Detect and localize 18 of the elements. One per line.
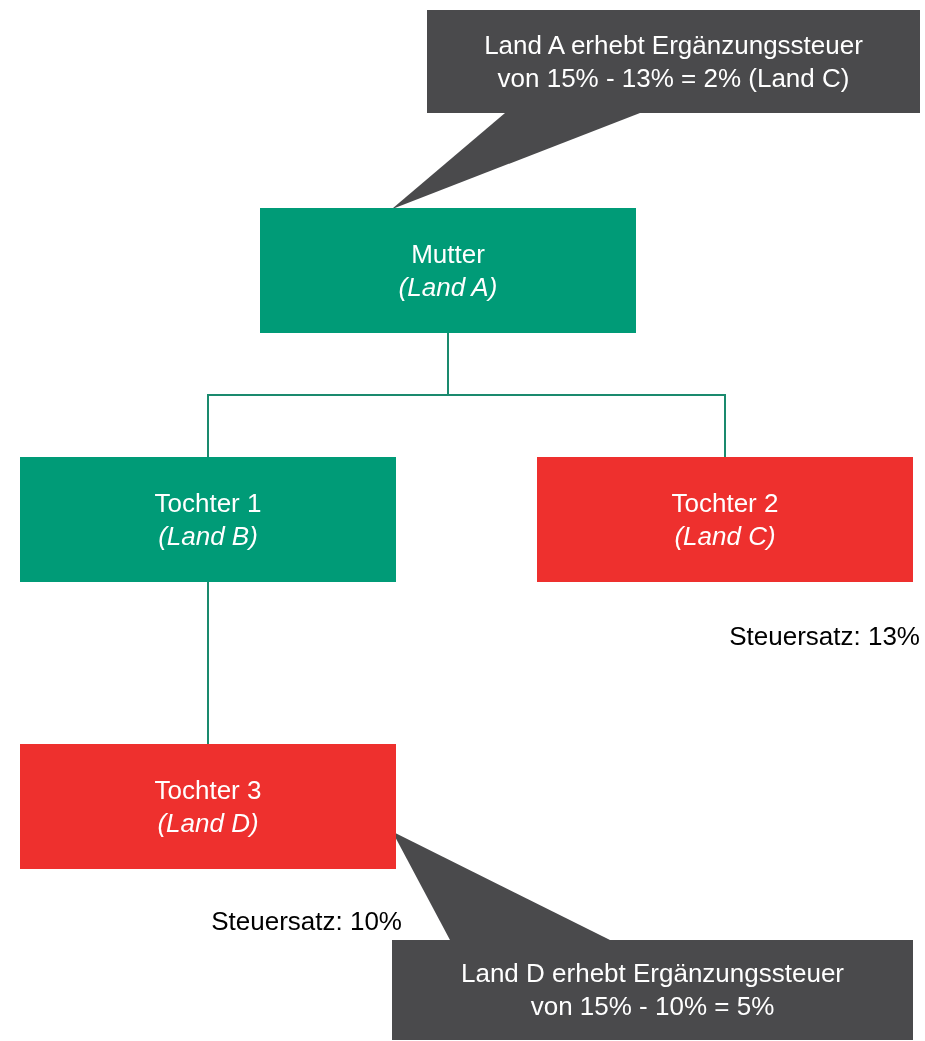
entity-box <box>537 457 913 582</box>
callout-text: Land D erhebt Ergänzungssteuer von 15% - 10% = 5% <box>460 957 845 1023</box>
country-label: (Land D) <box>157 806 259 840</box>
country-label: (Land A) <box>398 270 498 304</box>
country-label: (Land B) <box>158 519 258 553</box>
connector-line <box>207 581 209 745</box>
entity-name: Tochter 3 <box>154 773 262 807</box>
entity-name: Tochter 2 <box>671 486 779 520</box>
entity-name: Tochter 1 <box>154 486 262 520</box>
entity-name: Mutter <box>411 237 485 271</box>
tax-rate-note: Steuersatz: 13% <box>728 620 920 653</box>
callout-pointer <box>391 113 640 210</box>
country-label: (Land C) <box>674 519 776 553</box>
tax-rate-note: Steuersatz: 10% <box>210 905 402 938</box>
callout-text: Land A erhebt Ergänzungssteuer von 15% - 13% = 2% (Land C) <box>483 28 864 95</box>
entity-box <box>20 457 396 582</box>
entity-box <box>260 208 636 333</box>
entity-box <box>20 744 396 869</box>
